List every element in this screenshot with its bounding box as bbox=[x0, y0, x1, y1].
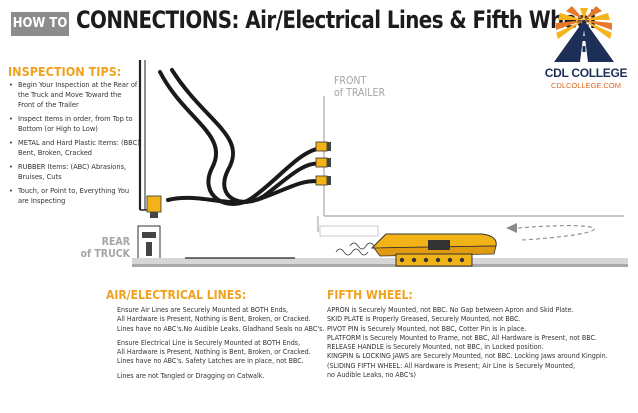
truck-frame bbox=[132, 257, 628, 267]
rear-of-truck-label: REAR of TRUCK bbox=[80, 236, 130, 260]
inspection-tips-list: Begin Your Inspection at the Rear of the… bbox=[8, 80, 140, 210]
fifth-wheel-line: no Audible Leaks, no ABC's) bbox=[327, 370, 416, 380]
tip-item: Inspect Items in order, from Top to Bott… bbox=[8, 114, 140, 134]
fifth-wheel-line: APRON is Securely Mounted, not BBC. No G… bbox=[327, 305, 574, 314]
tip-item: RUBBER Items: (ABC) Abrasions, Bruises, … bbox=[8, 162, 140, 182]
air-electrical-text: Ensure Air Lines are Securely Mounted at… bbox=[117, 305, 327, 380]
how-to-badge: HOW TO bbox=[11, 12, 69, 36]
fifth-wheel-text: APRON is Securely Mounted, not BBC. No G… bbox=[327, 305, 632, 379]
air-line: Lines have no ABC's.No Audible Leaks. Gl… bbox=[117, 323, 325, 333]
cdl-college-logo bbox=[554, 6, 614, 62]
tip-item: Begin Your Inspection at the Rear of the… bbox=[8, 80, 140, 110]
fifth-wheel-line: PLATFORM is Securely Mounted to Frame, n… bbox=[327, 332, 597, 342]
air-electrical-lines bbox=[158, 68, 324, 206]
gladhand-connectors-icon bbox=[315, 141, 331, 186]
tip-item: METAL and Hard Plastic Items: (BBC) Bent… bbox=[8, 138, 140, 158]
sunburst-icon bbox=[556, 6, 612, 39]
fifth-wheel-line: KINGPIN & LOCKING JAWS are Securely Moun… bbox=[327, 351, 608, 361]
page-title: CONNECTIONS: Air/Electrical Lines & Fift… bbox=[76, 6, 596, 34]
fifth-wheel-heading: FIFTH WHEEL: bbox=[327, 288, 413, 302]
electrical-line: Ensure Electrical Line is Securely Mount… bbox=[117, 337, 301, 347]
trailer-body bbox=[317, 96, 624, 237]
cab-line-mounts bbox=[146, 195, 162, 218]
tip-item: Touch, or Point to, Everything You are I… bbox=[8, 186, 140, 206]
fifth-wheel-line: (SLIDING FIFTH WHEEL: All Hardware is Pr… bbox=[327, 360, 575, 370]
fifth-wheel-line: PIVOT PIN is Securely Mounted, not BBC, … bbox=[327, 323, 527, 333]
logo-url[interactable]: CDLCOLLEGE.COM bbox=[550, 81, 622, 90]
electrical-line: All Hardware is Present, Nothing is Bent… bbox=[117, 347, 311, 357]
electrical-line: Lines have no ABC's. Safety Latches are … bbox=[117, 356, 304, 366]
catwalk-line: Lines are not Tangled or Dragging on Cat… bbox=[117, 370, 265, 380]
air-electrical-heading: AIR/ELECTRICAL LINES: bbox=[106, 288, 247, 302]
inspection-tips-heading: INSPECTION TIPS: bbox=[8, 64, 122, 79]
front-of-trailer-label: FRONT of TRAILER bbox=[334, 75, 386, 99]
air-line: All Hardware is Present, Nothing is Bent… bbox=[117, 314, 311, 324]
truck-cab-back bbox=[137, 60, 161, 261]
fifth-wheel-icon bbox=[335, 233, 497, 267]
air-line: Ensure Air Lines are Securely Mounted at… bbox=[117, 305, 289, 314]
dashed-arrow-icon bbox=[506, 223, 595, 241]
fifth-wheel-line: SKID PLATE is Properly Greased, Securely… bbox=[327, 314, 521, 324]
logo-name: CDL COLLEGE bbox=[544, 66, 628, 80]
fifth-wheel-line: RELEASE HANDLE is Securely Mounted, not … bbox=[327, 342, 544, 352]
